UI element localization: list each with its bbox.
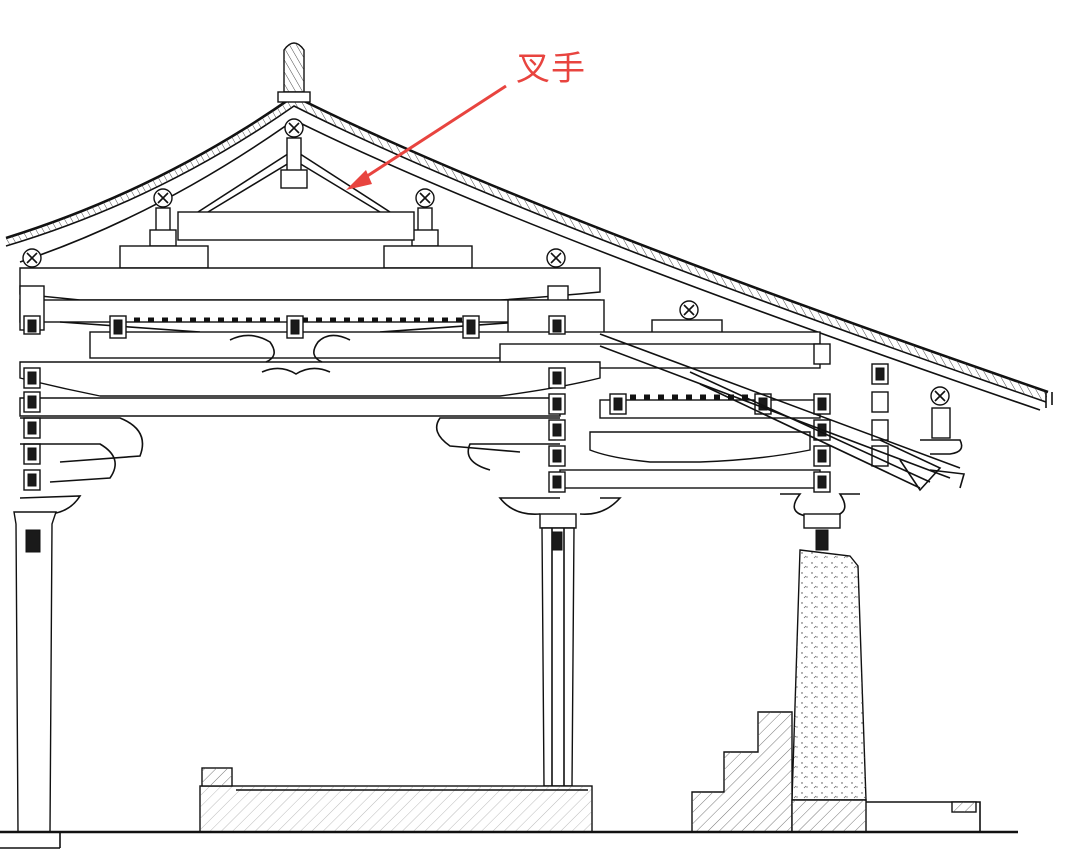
- struts: [149, 137, 439, 247]
- chashou-braces: [197, 149, 391, 213]
- purlin: [679, 300, 699, 320]
- ground-line: [0, 801, 1018, 849]
- annotation-label: 叉手: [516, 49, 586, 89]
- purlin: [284, 118, 304, 138]
- roof-underside-line: [19, 119, 1041, 411]
- purlin: [415, 188, 435, 208]
- purlins: [22, 118, 950, 406]
- columns: [13, 511, 841, 833]
- purlin: [930, 386, 950, 406]
- roof: [5, 94, 1053, 411]
- stair: [691, 711, 867, 833]
- purlin: [22, 248, 42, 268]
- purlin: [153, 188, 173, 208]
- masonry-wall: [791, 549, 867, 801]
- annotation-arrow: [346, 84, 507, 190]
- roof-outer-line: [5, 94, 1049, 394]
- bracket-arms: [19, 334, 860, 517]
- dotted-lattice: [120, 317, 760, 400]
- rafters-right: [599, 333, 966, 492]
- purlin: [546, 248, 566, 268]
- ridge-finial: [277, 42, 311, 103]
- beams: [19, 211, 821, 489]
- platform: [199, 767, 593, 833]
